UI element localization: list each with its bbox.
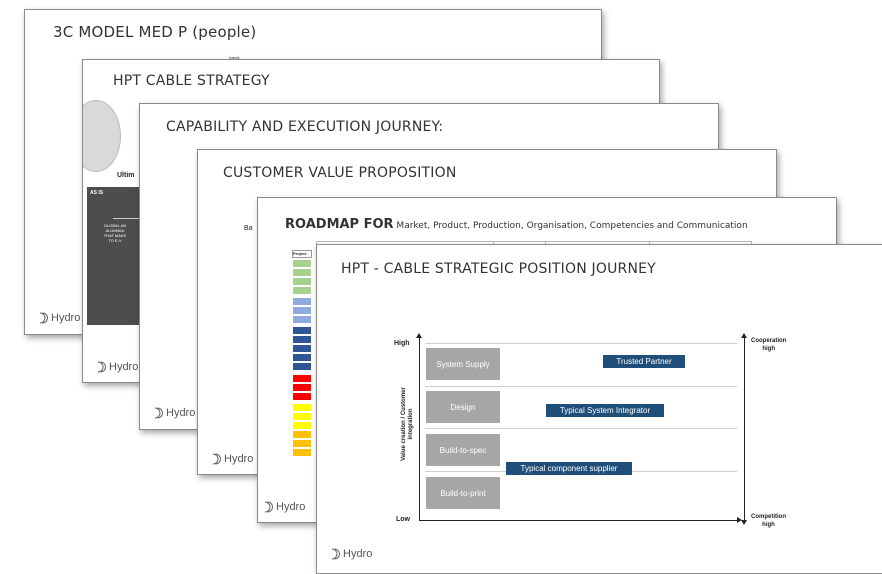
project-row-cell: [292, 335, 312, 344]
project-row-cell: [292, 326, 312, 335]
project-row-cell: [292, 297, 312, 306]
level-build-to-print: Build-to-print: [426, 477, 500, 509]
project-row-cell: [292, 392, 312, 401]
level-build-to-spec: Build-to-spec: [426, 434, 500, 466]
hydro-logo-text: Hydro: [343, 548, 373, 560]
project-row-cell: [292, 286, 312, 295]
slide-title: HPT CABLE STRATEGY: [113, 73, 270, 89]
hydro-logo-text: Hydro: [276, 501, 306, 513]
slide-title: HPT - CABLE STRATEGIC POSITION JOURNEY: [341, 261, 656, 277]
slide-strategic-position[interactable]: HPT - CABLE STRATEGIC POSITION JOURNEY H…: [316, 244, 882, 574]
project-row-cell: [292, 403, 312, 412]
hydro-logo-text: Hydro: [224, 453, 254, 465]
project-row-cell: [292, 259, 312, 268]
project-row-cell: [292, 374, 312, 383]
project-row-cell: [292, 344, 312, 353]
hydro-logo-icon: [95, 361, 107, 373]
ultimate-label: Ultim: [117, 172, 135, 179]
right-axis-up-arrow-icon: [741, 333, 747, 338]
project-row-cell: [292, 430, 312, 439]
y-axis-label: Value creation / Customer integration: [401, 387, 414, 461]
project-row-cell: [292, 439, 312, 448]
hydro-logo-icon: [262, 501, 274, 513]
hydro-logo-text: Hydro: [109, 361, 139, 373]
y-high-label: High: [394, 340, 410, 347]
position-component-supplier: Typical component supplier: [506, 462, 632, 475]
hydro-logo: Hydro: [95, 361, 138, 373]
project-row-cell: [292, 383, 312, 392]
hydro-logo-icon: [152, 407, 164, 419]
x-axis: [419, 520, 739, 521]
title-rest: Market, Product, Production, Organisatio…: [393, 221, 748, 231]
hydro-logo-text: Hydro: [51, 312, 81, 324]
hydro-logo: Hydro: [210, 453, 253, 465]
grid-line: [425, 428, 737, 429]
as-is-label: AS IS: [90, 190, 104, 196]
project-row-cell: [292, 315, 312, 324]
position-system-integrator: Typical System Integrator: [546, 404, 664, 417]
slide-title: ROADMAP FOR Market, Product, Production,…: [285, 215, 748, 233]
hydro-logo-text: Hydro: [166, 407, 196, 419]
project-row-cell: [292, 421, 312, 430]
project-row-cell: [292, 277, 312, 286]
project-row-cell: [292, 268, 312, 277]
x-axis-arrow-icon: [737, 517, 742, 523]
as-is-text: GLOBAL AN ALUMINIU THAT MAKE TO E-V: [103, 223, 127, 243]
y-axis: [419, 337, 420, 520]
project-row-cell: [292, 412, 312, 421]
project-row-cell: [292, 353, 312, 362]
cooperation-high-label: Cooperation high: [751, 338, 787, 352]
hydro-logo: Hydro: [329, 548, 372, 560]
slide-title: CUSTOMER VALUE PROPOSITION: [223, 165, 457, 181]
circle-graphic: [83, 100, 121, 172]
value-label: Værdi: [228, 55, 240, 60]
as-is-panel: AS IS GLOBAL AN ALUMINIU THAT MAKE TO E-…: [87, 187, 141, 325]
hydro-logo-icon: [37, 312, 49, 324]
project-row-cell: [292, 362, 312, 371]
as-is-divider: [113, 218, 139, 219]
title-bold: ROADMAP FOR: [285, 217, 394, 232]
competition-high-label: Competition high: [751, 514, 786, 528]
right-axis-down-arrow-icon: [741, 520, 747, 525]
project-row-cell: [292, 448, 312, 457]
right-axis: [744, 337, 745, 521]
grid-line: [425, 343, 737, 344]
hydro-logo-icon: [210, 453, 222, 465]
project-row-cell: [292, 306, 312, 315]
hydro-logo: Hydro: [262, 501, 305, 513]
slide-title: CAPABILITY AND EXECUTION JOURNEY:: [166, 119, 444, 135]
project-header: Project: [292, 250, 312, 258]
hydro-logo: Hydro: [37, 312, 80, 324]
hydro-logo-icon: [329, 548, 341, 560]
side-text: Ba: [244, 225, 253, 232]
y-low-label: Low: [396, 516, 410, 523]
grid-line: [425, 386, 737, 387]
project-column: Project: [292, 250, 312, 472]
y-axis-arrow-icon: [416, 333, 422, 338]
level-design: Design: [426, 391, 500, 423]
position-trusted-partner: Trusted Partner: [603, 355, 685, 368]
level-system-supply: System Supply: [426, 348, 500, 380]
hydro-logo: Hydro: [152, 407, 195, 419]
slide-title: 3C MODEL MED P (people): [53, 23, 257, 41]
